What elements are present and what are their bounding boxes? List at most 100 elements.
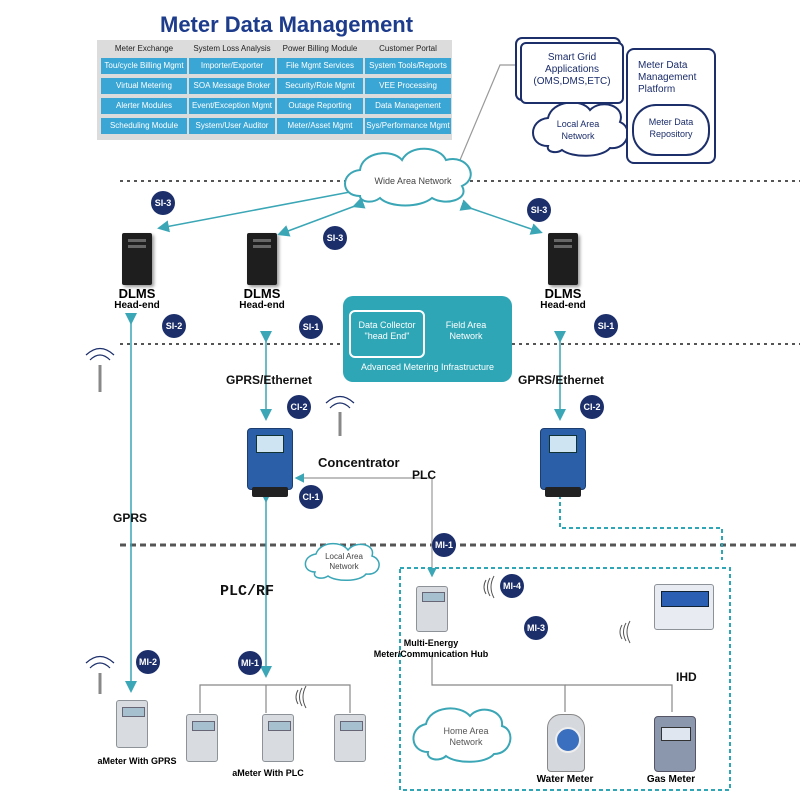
dlms-server-mid (247, 233, 277, 285)
wan-platform-link (459, 64, 528, 161)
dlms-mid-title: DLMS (243, 286, 281, 301)
ameter-plc-device-3 (334, 714, 366, 762)
han-cloud (412, 707, 512, 763)
ci1-badge: CI-1 (299, 485, 323, 509)
wifi-waves-icon-plc (295, 685, 307, 709)
ihd-screen (661, 591, 709, 607)
mdm-header-4: Customer Portal (379, 44, 437, 53)
mdm-module-r4-c2: System/User Auditor (189, 118, 275, 134)
si2-badge: SI-2 (162, 314, 186, 338)
si3-badge-right: SI-3 (527, 198, 551, 222)
gprs-ethernet-left-label: GPRS/Ethernet (226, 373, 313, 387)
mdm-module-r3-c2: Event/Exception Mgmt (189, 98, 275, 114)
platform-label: Meter Data Management Platform (638, 60, 697, 95)
mi1-badge-upper: MI-1 (432, 533, 456, 557)
si1-badge-right: SI-1 (594, 314, 618, 338)
gas-meter-label: Gas Meter (646, 774, 696, 785)
mdm-module-r2-c3: Security/Role Mgmt (277, 78, 363, 94)
ameter-gprs-label: aMeter With GPRS (97, 756, 177, 766)
mdm-panel: Meter Exchange System Loss Analysis Power … (97, 40, 452, 140)
repository-label: Meter Data Repository (648, 117, 694, 139)
lan-cloud (304, 542, 380, 581)
water-meter-device (547, 714, 585, 772)
water-meter-label: Water Meter (536, 774, 594, 785)
mdm-header-2: System Loss Analysis (193, 44, 271, 53)
mi3-badge: MI-3 (524, 616, 548, 640)
si3-badge-left: SI-3 (151, 191, 175, 215)
wifi-waves-icon-ihd (619, 620, 631, 644)
mdm-module-r4-c4: Sys/Performance Mgmt (365, 118, 451, 134)
mdm-module-r4-c1: Scheduling Module (101, 118, 187, 134)
concentrator-label: Concentrator (318, 455, 400, 470)
mdm-header-3: Power Billing Module (282, 44, 358, 53)
mdm-module-r4-c3: Meter/Asset Mgmt (277, 118, 363, 134)
mdm-module-r1-c4: System Tools/Reports (365, 58, 451, 74)
dlms-right-title: DLMS (544, 286, 582, 301)
mdm-module-r1-c1: Tou/cycle Billing Mgmt (101, 58, 187, 74)
ameter-plc-label: aMeter With PLC (232, 768, 304, 778)
ami-box: Data Collector "head End" Field Area Net… (343, 296, 512, 382)
ci2-badge-right: CI-2 (580, 395, 604, 419)
mdm-module-r1-c3: File Mgmt Services (277, 58, 363, 74)
mdm-module-r3-c4: Data Management (365, 98, 451, 114)
si3-badge-mid: SI-3 (323, 226, 347, 250)
smart-grid-apps-label: Smart Grid Applications (OMS,DMS,ETC) (533, 52, 611, 87)
home-area-boundary (399, 567, 731, 791)
water-meter-dial (555, 727, 581, 753)
local-area-cloud (532, 101, 629, 157)
ameter-plc-device-1 (186, 714, 218, 762)
mdm-module-r3-c3: Outage Reporting (277, 98, 363, 114)
wifi-signal-icon-left-bottom (85, 655, 115, 694)
si3-mid-link (277, 197, 366, 237)
si1-badge-left: SI-1 (299, 315, 323, 339)
plc-rf-label: PLC/RF (220, 583, 275, 600)
si3-left-link (157, 184, 360, 233)
dlms-server-left (122, 233, 152, 285)
data-collector-box: Data Collector "head End" (349, 310, 425, 358)
dlms-left-title: DLMS (118, 286, 156, 301)
gas-meter-window (661, 727, 691, 741)
dlms-left-sub: Head-end (114, 300, 160, 311)
mdm-module-r2-c1: Virtual Metering (101, 78, 187, 94)
right-concentrator-dashed (559, 488, 723, 560)
mdm-module-r2-c2: SOA Message Broker (189, 78, 275, 94)
mdm-title: Meter Data Management (160, 12, 414, 37)
gprs-ethernet-right-label: GPRS/Ethernet (518, 373, 605, 387)
ameter-plc-device-2 (262, 714, 294, 762)
mdm-module-r1-c2: Importer/Exporter (189, 58, 275, 74)
si3-right-link (459, 199, 543, 235)
gprs-label: GPRS (113, 511, 148, 525)
ci2-badge-left: CI-2 (287, 395, 311, 419)
mdm-header-1: Meter Exchange (114, 44, 174, 53)
multi-energy-hub-device (416, 586, 448, 632)
concentrator-device-left (247, 428, 293, 497)
mi2-badge: MI-2 (136, 650, 160, 674)
meter-bus (199, 684, 351, 713)
wan-label: Wide Area Network (374, 176, 452, 186)
hub-gas-link (565, 684, 673, 712)
wifi-signal-icon-concentrator (325, 395, 355, 436)
wifi-signal-icon-left-top (85, 347, 115, 392)
ami-caption: Advanced Metering Infrastructure (360, 362, 495, 372)
mdm-module-r2-c4: VEE Processing (365, 78, 451, 94)
plc-label: PLC (412, 468, 436, 482)
mi4-badge: MI-4 (500, 574, 524, 598)
hub-water-link (431, 655, 566, 712)
local-area-network-lower-label: Local Area Network (325, 552, 363, 571)
wan-cloud (344, 147, 472, 207)
ihd-label: IHD (676, 670, 697, 684)
gas-meter-device (654, 716, 696, 772)
ihd-device (654, 584, 714, 630)
wifi-waves-icon-mi4 (483, 575, 495, 599)
field-area-label: Field Area Network (445, 320, 487, 341)
data-collector-label: Data Collector "head End" (358, 320, 416, 341)
dlms-server-right (548, 233, 578, 285)
ameter-gprs-device (116, 700, 148, 748)
local-area-network-label: Local Area Network (556, 119, 600, 141)
smart-grid-apps-box: Smart Grid Applications (OMS,DMS,ETC) (520, 42, 624, 104)
meter-data-repository: Meter Data Repository (632, 104, 710, 156)
concentrator-device-right (540, 428, 586, 497)
dlms-mid-sub: Head-end (239, 300, 285, 311)
home-area-label: Home Area Network (443, 726, 489, 747)
dlms-right-sub: Head-end (540, 300, 586, 311)
